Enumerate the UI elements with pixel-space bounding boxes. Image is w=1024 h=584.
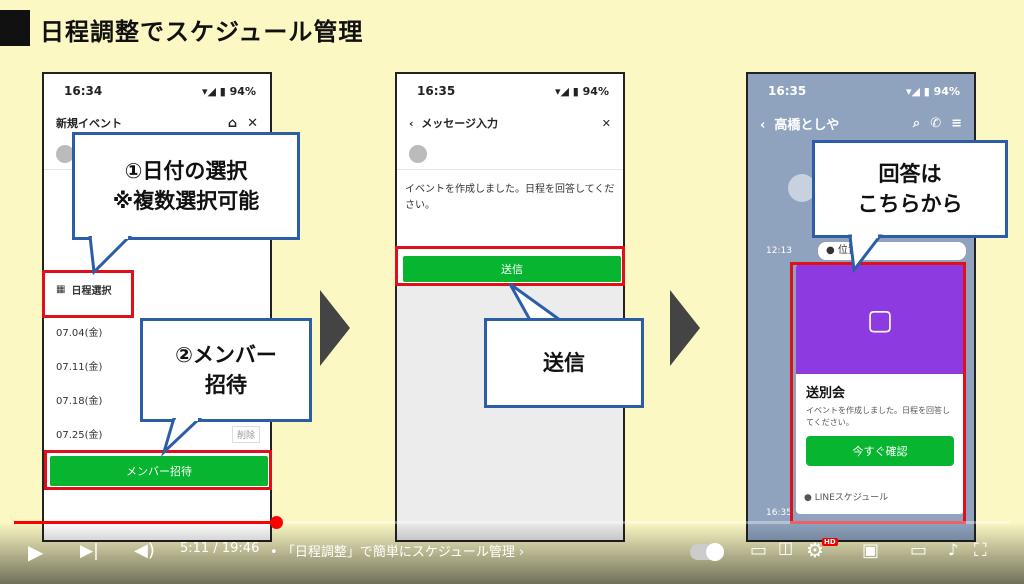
title-marker [0,10,30,46]
battery-level: 94% [229,84,256,98]
bottom-time: 16:35 [766,508,792,518]
callout-answer-here: 回答は こちらから [812,140,1008,238]
camera-icon[interactable]: ◫ [778,538,794,557]
close-icon: ✕ [247,115,258,131]
next-step-arrow [320,290,350,366]
callout-tail [160,418,203,457]
phone-icon: ✆ [930,115,942,131]
card-text: イベントを作成しました。日程を回答してください。 [806,406,950,427]
search-icon: ⌕ [912,115,921,131]
calendar-icon: ▢ [866,302,894,336]
highlight-send-button [395,246,625,286]
autoplay-toggle[interactable] [690,543,724,561]
home-icon: ⌂ [227,115,238,131]
date-row: 07.11(金) [56,362,103,373]
date-row: 07.18(金) [56,396,103,407]
close-icon: ✕ [601,116,611,130]
settings-icon[interactable]: ⚙ [806,538,824,562]
hd-badge: HD [822,538,838,546]
delete-button: 削除 [232,426,261,443]
chevron-right-icon: › [519,545,525,560]
avatar [409,144,427,163]
calendar-icon: ▦ [56,284,66,295]
message-time: 12:13 [766,246,792,256]
chat-header: ‹ 高橋としや ⌕ ✆ ≡ [748,108,974,138]
battery-level: 94% [582,84,609,98]
message-text: イベントを作成しました。日程を回答してください。 [405,184,615,211]
status-time: 16:35 [417,84,456,98]
schedule-card: ▢ 送別会 イベントを作成しました。日程を回答してください。 今すぐ確認 ● L… [796,264,964,514]
status-time: 16:34 [64,84,103,98]
send-button: 送信 [403,256,621,282]
progress-played [14,521,276,524]
next-step-arrow [670,290,700,366]
chapter-title[interactable]: • 「日程調整」で簡単にスケジュール管理 › [270,545,525,560]
highlight-date-selection [42,270,134,318]
card-body: 送別会 イベントを作成しました。日程を回答してください。 [796,374,964,437]
callout-send: 送信 [484,318,644,408]
callout-date-selection: ①日付の選択 ※複数選択可能 [72,132,300,240]
callout-tail [848,234,884,274]
miniplayer-icon[interactable]: ▣ [862,540,880,561]
status-bar: 16:35 ▾◢ ▮ 94% [748,74,974,108]
play-icon[interactable]: ▶ [28,540,44,564]
status-time: 16:35 [768,84,807,98]
callout-tail [508,282,565,322]
status-icons: ▾◢ ▮ 94% [554,84,609,98]
fullscreen-icon[interactable]: ⛶ [974,540,987,561]
phone-header: ‹ メッセージ入力 ✕ [397,108,623,138]
confirm-now-button: 今すぐ確認 [806,436,954,466]
screen-title: 新規イベント [56,117,122,130]
date-section-label: ▦ 日程選択 [56,284,112,297]
subtitles-icon[interactable]: ▭ [750,540,768,561]
card-title: 送別会 [806,386,846,401]
invite-members-button: メンバー招待 [50,456,268,486]
recipient-row [397,138,623,170]
slide-title: 日程調整でスケジュール管理 [40,18,364,46]
status-bar: 16:34 ▾◢ ▮ 94% [44,74,270,108]
theater-mode-icon[interactable]: ▭ [910,540,928,561]
avatar [56,144,74,163]
date-row: 07.25(金) [56,430,103,441]
chat-name: 高橋としや [774,117,840,133]
mic-icon[interactable]: ♪ [948,540,959,559]
phone-header: 新規イベント ⌂ ✕ [44,108,270,138]
back-icon: ‹ [409,117,414,130]
callout-tail [88,236,133,276]
card-footer: ● LINEスケジュール [804,493,889,503]
share-icon [788,174,816,202]
progress-scrubber[interactable] [269,516,283,529]
volume-icon[interactable]: ◀) [134,540,155,561]
date-row: 07.04(金) [56,328,103,339]
menu-icon: ≡ [951,115,962,131]
highlight-schedule-card [790,262,966,524]
next-video-icon[interactable]: ▶| [80,541,99,561]
time-display: 5:11 / 19:46 [180,541,260,556]
slide-title-bar: 日程調整でスケジュール管理 [0,0,1024,52]
back-icon: ‹ [760,117,766,133]
battery-level: 94% [933,84,960,98]
card-banner: ▢ [796,264,964,374]
status-icons: ▾◢ ▮ 94% [905,84,960,98]
status-bar: 16:35 ▾◢ ▮ 94% [397,74,623,108]
player-controls-gradient [0,522,1024,584]
status-icons: ▾◢ ▮ 94% [201,84,256,98]
progress-bar[interactable] [14,516,1010,529]
callout-invite-members: ②メンバー 招待 [140,318,312,422]
highlight-invite-button [44,450,272,490]
screen-title: メッセージ入力 [421,117,498,130]
